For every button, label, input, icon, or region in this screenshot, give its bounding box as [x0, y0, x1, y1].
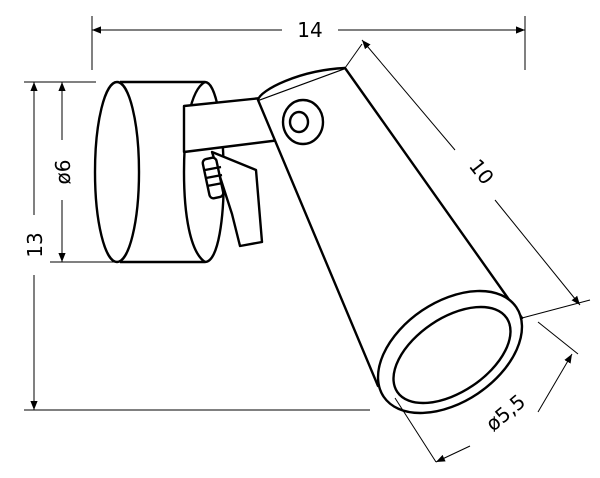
adjustment-screw	[201, 156, 225, 200]
width-label: 14	[297, 18, 322, 42]
dimension-base-diameter: ø6	[50, 82, 118, 263]
lamp-opening	[376, 289, 524, 415]
dimension-height: 13	[23, 81, 370, 411]
fixture-outline	[93, 66, 524, 415]
dimension-width: 14	[91, 16, 526, 70]
head-diameter-label: ø5,5	[481, 389, 530, 436]
base-diameter-label: ø6	[51, 160, 75, 185]
length-label: 10	[464, 154, 499, 189]
pivot-knob	[281, 98, 325, 146]
height-label: 13	[23, 232, 47, 257]
